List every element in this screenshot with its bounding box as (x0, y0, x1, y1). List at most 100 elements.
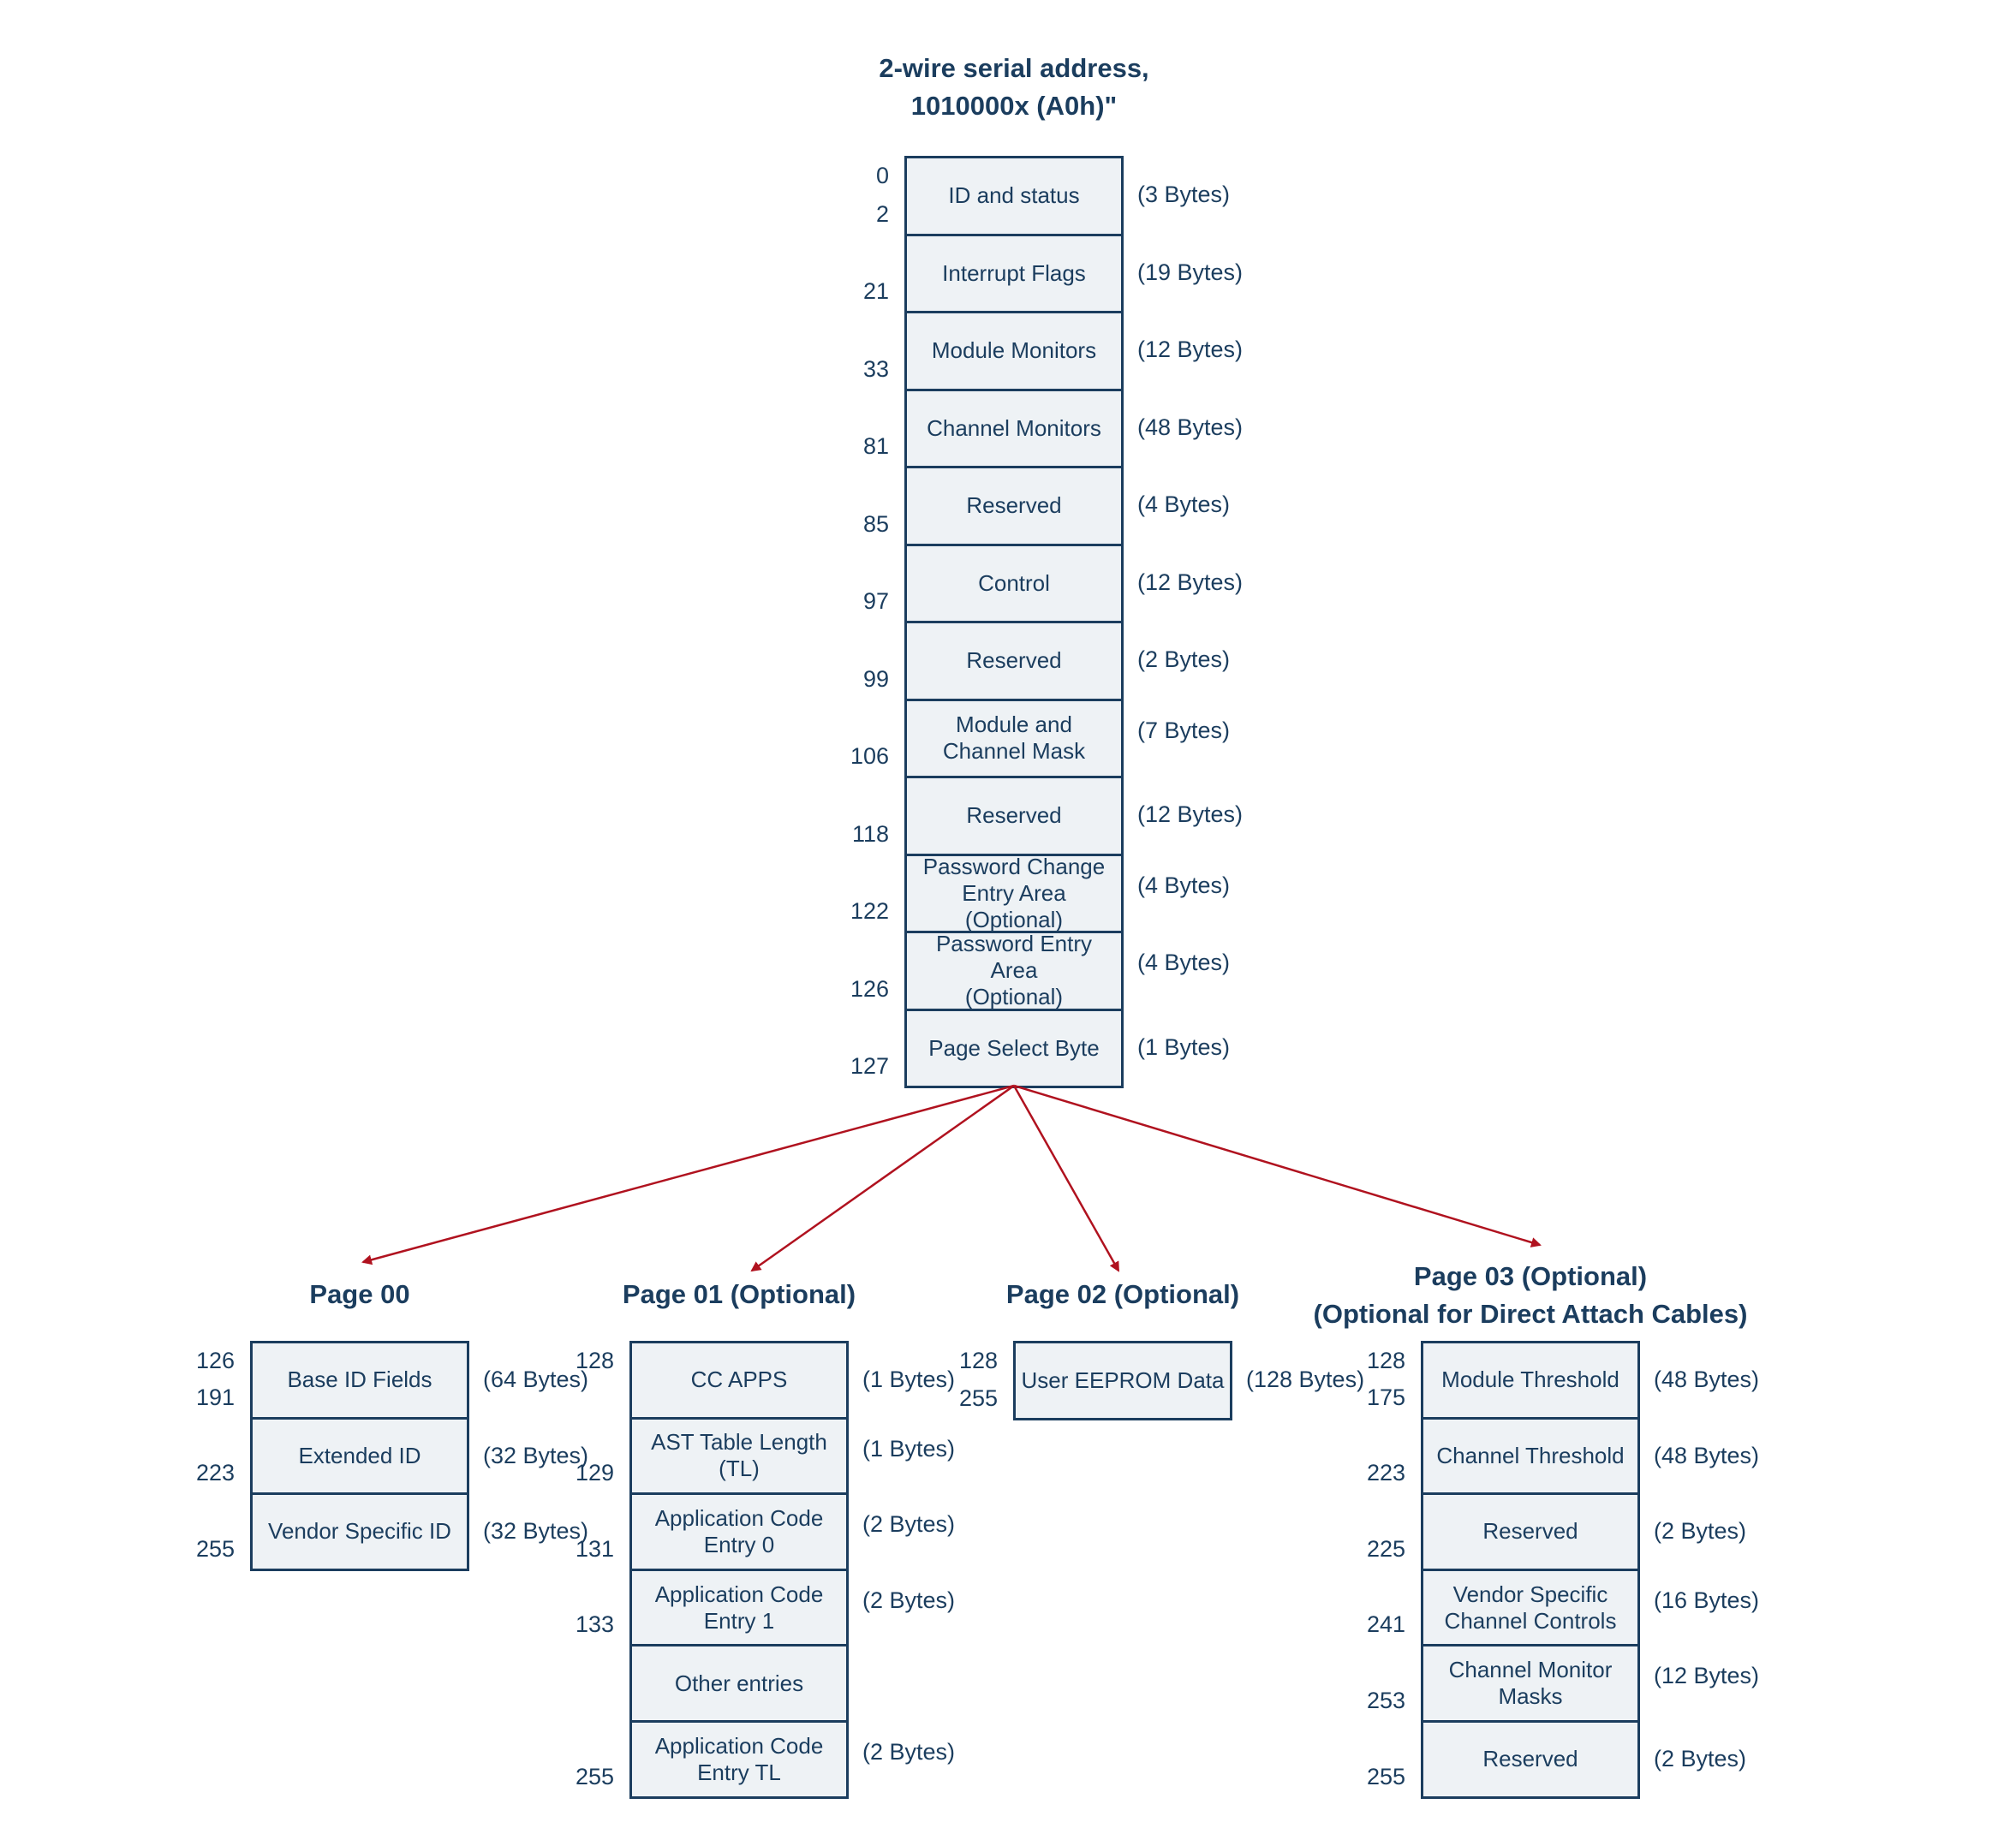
page-3-offset-end: 225 (1366, 1535, 1405, 1562)
lower-memory-offset-end: 118 (851, 820, 889, 847)
page-1-row-label-line: (TL) (719, 1456, 760, 1482)
page-3-offset-end: 175 (1366, 1384, 1405, 1410)
page-3-size: (16 Bytes) (1654, 1587, 1760, 1613)
page-1-row-label-line: Entry 0 (703, 1531, 775, 1557)
lower-memory-row: Channel Monitors (904, 388, 1124, 468)
page-1-row: AST Table Length(TL) (629, 1416, 849, 1496)
page-1-row-label: AST Table Length(TL) (646, 1429, 832, 1482)
page-0-row-label-line: Vendor Specific ID (268, 1518, 451, 1545)
page-3-row-label-line: Channel Monitor (1448, 1657, 1613, 1683)
lower-memory-size: (3 Bytes) (1137, 182, 1231, 207)
page-0-offset-start: 126 (195, 1348, 235, 1373)
page-1-row-label-line: Application Code (654, 1732, 824, 1759)
page-3-offset-end: 253 (1366, 1688, 1405, 1713)
page-1-row-label-line: Application Code (654, 1504, 824, 1531)
page-3-row-label: Channel Threshold (1431, 1443, 1629, 1469)
lower-memory-row-label-line: Control (978, 569, 1050, 596)
arrow-to-page-3 (1013, 1084, 1542, 1247)
lower-memory-size: (19 Bytes) (1137, 259, 1244, 285)
lower-memory-offset-end: 21 (862, 278, 889, 304)
lower-memory-size: (4 Bytes) (1137, 950, 1231, 975)
arrow-to-page-1 (750, 1084, 1015, 1272)
page-1-row-label-line: Application Code (654, 1581, 824, 1607)
page-3-row-label-line: Reserved (1482, 1746, 1578, 1772)
page-0-row-label: Extended ID (293, 1443, 426, 1469)
page-2-table: User EEPROM Data (1013, 1341, 1232, 1420)
page-0-title: Page 00 (17, 1276, 702, 1313)
page-3-row-label: Reserved (1477, 1746, 1583, 1772)
lower-memory-offset-end: 122 (850, 898, 889, 924)
lower-memory-offset-end: 106 (850, 743, 889, 769)
page-2-size: (128 Bytes) (1246, 1367, 1365, 1392)
lower-memory-offset-end: 97 (862, 588, 889, 614)
lower-memory-offset-end: 33 (862, 355, 889, 382)
lower-memory-size: (2 Bytes) (1137, 646, 1231, 672)
page-0-row: Vendor Specific ID (250, 1492, 469, 1571)
page-0-offset-end: 223 (195, 1460, 235, 1486)
page-3-title-line: (Optional for Direct Attach Cables) (1313, 1299, 1748, 1329)
page-3-row-label: Reserved (1477, 1518, 1583, 1545)
page-1-row: Other entries (629, 1644, 849, 1723)
page-1-offset-start: 128 (575, 1348, 614, 1373)
page-2-offset-start: 128 (958, 1348, 998, 1373)
page-0-offset-end: 191 (195, 1384, 235, 1410)
lower-memory-title-line: 1010000x (A0h)" (910, 91, 1118, 121)
page-3-size: (48 Bytes) (1654, 1442, 1760, 1468)
lower-memory-offset-end: 127 (850, 1053, 889, 1079)
page-0-size: (32 Bytes) (483, 1442, 589, 1468)
page-3-row-label: Module Threshold (1436, 1367, 1625, 1393)
lower-memory-row-label-line: Reserved (966, 647, 1062, 674)
page-3-row-label-line: Module Threshold (1441, 1367, 1619, 1393)
page-0-offset-end: 255 (195, 1535, 235, 1562)
lower-memory-offset-end: 81 (862, 433, 889, 459)
page-3-size: (48 Bytes) (1654, 1367, 1760, 1392)
page-3-size: (12 Bytes) (1654, 1663, 1760, 1689)
page-2-offset-end: 255 (958, 1385, 998, 1411)
lower-memory-row-label-line: Password Entry Area (935, 931, 1093, 984)
page-0-size: (32 Bytes) (483, 1518, 589, 1545)
lower-memory-size: (48 Bytes) (1137, 414, 1244, 440)
page-1-offset-end: 131 (575, 1535, 614, 1562)
page-1-row-label: CC APPS (686, 1367, 793, 1393)
lower-memory-offset-end: 2 (875, 200, 889, 227)
lower-memory-row-label-line: Module and (956, 712, 1072, 738)
page-3-offset-end: 223 (1366, 1460, 1405, 1486)
page-3-row-label-line: Masks (1498, 1683, 1563, 1710)
lower-memory-row: Interrupt Flags (904, 233, 1124, 313)
page-1-title: Page 01 (Optional) (397, 1276, 1082, 1313)
page-0-size: (64 Bytes) (483, 1367, 589, 1392)
lower-memory-row-label-line: Channel Mask (942, 738, 1086, 765)
lower-memory-row-label: ID and status (943, 182, 1084, 209)
lower-memory-offset-end: 85 (862, 510, 889, 537)
lower-memory-row-label-line: Reserved (966, 802, 1062, 829)
page-1-row-label-line: CC APPS (690, 1367, 788, 1393)
page-3-row: Module Threshold (1421, 1341, 1640, 1420)
page-2-row-label-line: User EEPROM Data (1021, 1367, 1225, 1393)
page-0-row-label-line: Base ID Fields (287, 1367, 432, 1393)
lower-memory-size: (4 Bytes) (1137, 872, 1231, 898)
page-3-row: Reserved (1421, 1492, 1640, 1571)
page-1-size: (2 Bytes) (862, 1511, 956, 1538)
lower-memory-row-label-line: Password Change (922, 853, 1106, 879)
lower-memory-size: (12 Bytes) (1137, 569, 1244, 595)
page-3-title: Page 03 (Optional)(Optional for Direct A… (1188, 1258, 1873, 1333)
lower-memory-row-label-line: Module Monitors (931, 337, 1097, 364)
page-3-size: (2 Bytes) (1654, 1746, 1747, 1771)
lower-memory-size: (12 Bytes) (1137, 336, 1244, 362)
page-3-size: (2 Bytes) (1654, 1518, 1747, 1545)
page-0-row-label-line: Extended ID (298, 1442, 421, 1468)
page-1-row-label-line: Entry 1 (703, 1607, 775, 1634)
lower-memory-row-label-line: (Optional) (964, 984, 1064, 1010)
